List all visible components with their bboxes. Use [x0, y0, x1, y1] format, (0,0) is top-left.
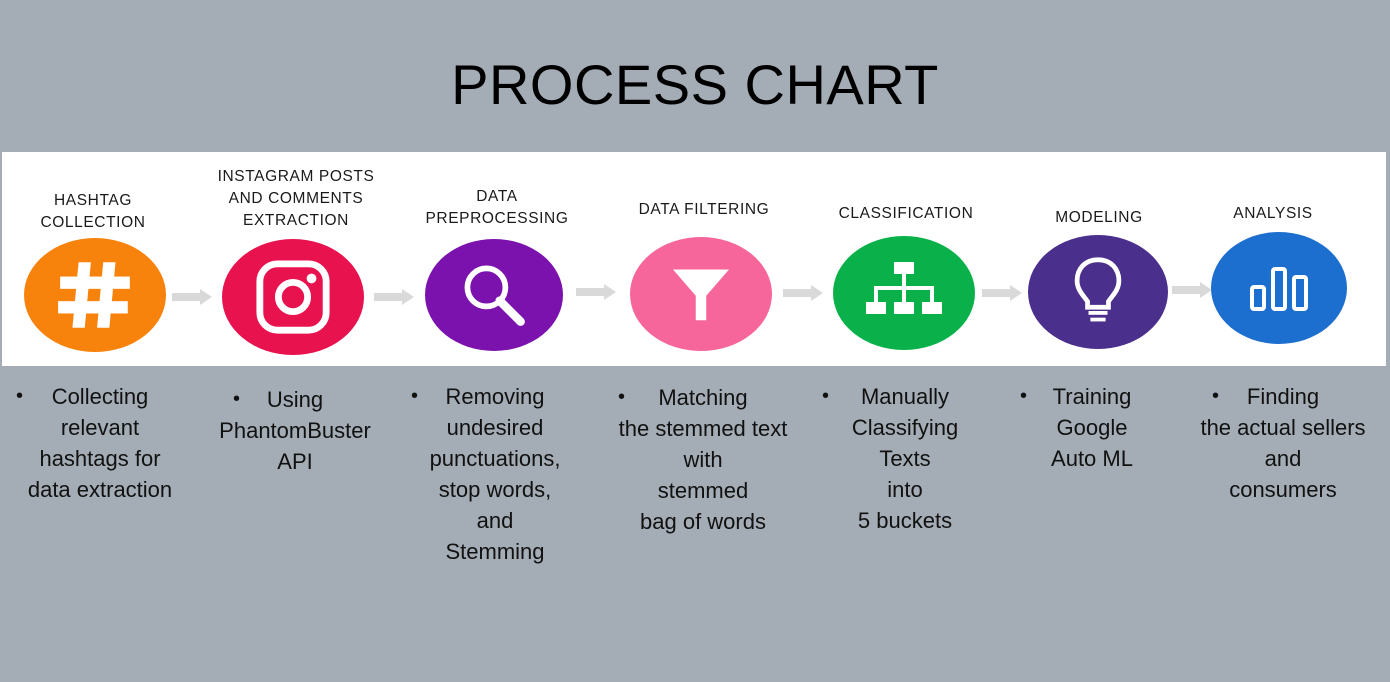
bullet-marker: • [1212, 385, 1220, 407]
flow-arrow [783, 285, 823, 301]
step-description-modeling: • Training Google Auto ML [992, 381, 1192, 474]
description-line: Texts [879, 446, 931, 471]
description-line: and [1264, 446, 1302, 471]
description-line: Using [266, 387, 324, 412]
step-label-modeling: MODELING [1055, 209, 1143, 226]
description-line: Classifying [851, 415, 959, 440]
flow-arrow [374, 289, 414, 305]
step-description-analysis: • Finding the actual sellers and consume… [1180, 381, 1386, 505]
description-line: Google [1056, 415, 1128, 440]
step-label-analysis: ANALYSIS [1233, 205, 1313, 222]
step-label-hashtag-collection: HASHTAG COLLECTION [40, 192, 146, 231]
search-icon [464, 265, 525, 326]
bullet-marker: • [233, 388, 241, 410]
step-description-instagram-extraction: • Using PhantomBuster API [195, 384, 395, 477]
description-line: with [683, 447, 723, 472]
description-line: Matching [658, 385, 748, 410]
step-circle-classification [833, 236, 975, 350]
filter-icon [673, 269, 729, 321]
description-line: Auto ML [1051, 446, 1133, 471]
step-label-data-filtering: DATA FILTERING [638, 201, 770, 218]
hierarchy-icon [866, 262, 942, 314]
step-label-classification: CLASSIFICATION [838, 205, 974, 222]
step-description-hashtag-collection: • Collecting relevant hashtags for data … [0, 381, 200, 505]
step-circle-data-filtering [630, 237, 772, 351]
step-description-data-filtering: • Matching the stemmed text with stemmed… [598, 382, 808, 537]
step-label-instagram-extraction: INSTAGRAM POSTS AND COMMENTS EXTRACTION [217, 168, 375, 229]
description-line: 5 buckets [857, 508, 953, 533]
step-circle-analysis [1211, 232, 1347, 344]
bullet-marker: • [1020, 385, 1028, 407]
description-line: PhantomBuster [219, 418, 371, 443]
description-line: Manually [860, 384, 950, 409]
flow-arrow [576, 284, 616, 300]
step-circle-modeling [1028, 235, 1168, 349]
description-line: the actual sellers [1200, 415, 1366, 440]
description-line: stemmed [657, 478, 749, 503]
bullet-marker: • [618, 386, 626, 408]
description-line: the stemmed text [618, 416, 788, 441]
bar-chart-icon [1250, 267, 1308, 311]
step-description-data-preprocessing: • Removing undesired punctuations, stop … [395, 381, 595, 567]
description-line: Finding [1246, 384, 1320, 409]
hashtag-icon [58, 262, 130, 328]
bullet-marker: • [16, 385, 24, 407]
step-circle-instagram-extraction [222, 239, 364, 355]
description-line: API [277, 449, 313, 474]
description-line: undesired [446, 415, 544, 440]
flow-arrow [172, 289, 212, 305]
description-line: bag of words [640, 509, 766, 534]
bullet-marker: • [411, 385, 419, 407]
instagram-icon [256, 260, 330, 334]
description-line: hashtags for [39, 446, 161, 471]
description-line: Collecting [51, 384, 149, 409]
lightbulb-icon [1074, 257, 1122, 322]
step-circle-data-preprocessing [425, 239, 563, 351]
flow-arrow [1172, 282, 1212, 298]
description-line: consumers [1229, 477, 1337, 502]
bullet-marker: • [822, 385, 830, 407]
description-line: stop words, [438, 477, 552, 502]
step-description-classification: • Manually Classifying Texts into 5 buck… [805, 381, 1005, 536]
description-line: Removing [445, 384, 545, 409]
step-label-data-preprocessing: DATA PREPROCESSING [425, 188, 569, 227]
description-line: punctuations, [429, 446, 561, 471]
description-line: into [887, 477, 923, 502]
flow-arrow [982, 285, 1022, 301]
description-line: relevant [60, 415, 140, 440]
description-line: Training [1052, 384, 1132, 409]
page-title: PROCESS CHART [451, 53, 939, 116]
description-line: and [476, 508, 514, 533]
description-line: Stemming [445, 539, 545, 564]
step-circle-hashtag-collection [24, 238, 166, 352]
description-line: data extraction [27, 477, 173, 502]
